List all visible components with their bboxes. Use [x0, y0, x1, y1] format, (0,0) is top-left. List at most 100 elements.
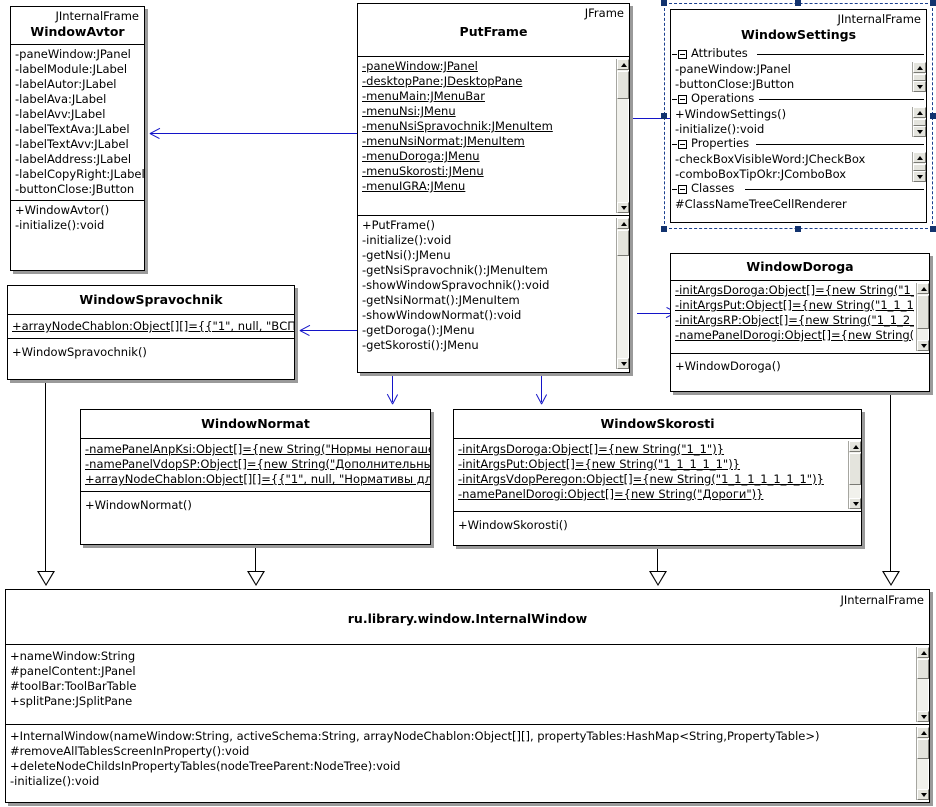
class-header-window-skorosti: WindowSkorosti	[454, 410, 861, 438]
attribute-row: -namePanelDorogi:Object[]={new String("Д…	[675, 328, 914, 342]
attributes-compartment: -paneWindow:JPanel -desktopPane:JDesktop…	[358, 57, 629, 215]
operations-compartment: +InternalWindow(nameWindow:String, activ…	[6, 725, 929, 802]
class-header-put-frame: JFrame PutFrame	[358, 4, 629, 56]
generalization-arrow-normat	[247, 571, 265, 586]
class-row: #ClassNameTreeCellRenderer	[675, 197, 847, 211]
resize-handle-s[interactable]	[795, 226, 801, 232]
operations-compartment: +PutFrame() -initialize():void -getNsi()…	[358, 216, 629, 371]
scrollbar-thumb[interactable]	[917, 739, 929, 759]
dependency-putframe-windowavtor	[150, 133, 357, 135]
class-name: WindowAvtor	[30, 24, 125, 39]
attributes-scrollbar[interactable]	[912, 62, 926, 92]
scroll-up-icon[interactable]	[917, 283, 929, 294]
operations-compartment: +WindowSpravochnik()	[8, 339, 294, 363]
scroll-down-icon[interactable]	[913, 81, 926, 92]
scrollbar-thumb[interactable]	[917, 659, 929, 679]
divider	[671, 280, 929, 281]
scrollbar-thumb[interactable]	[913, 74, 926, 81]
stereotype-label: JInternalFrame	[840, 593, 924, 607]
class-header-window-avtor: JInternalFrame WindowAvtor	[11, 7, 144, 44]
scroll-up-icon[interactable]	[913, 107, 926, 118]
attributes-scrollbar[interactable]	[848, 441, 861, 509]
attributes-compartment: -initArgsDoroga:Object[]={new String("1_…	[454, 439, 861, 511]
scroll-down-icon[interactable]	[913, 126, 926, 137]
group-line-left	[672, 189, 677, 190]
attribute-row: -labelModule:JLabel	[15, 62, 128, 76]
attribute-row: -namePanelVdopSP:Object[]={new String("Д…	[85, 457, 430, 471]
resize-handle-se[interactable]	[930, 226, 936, 232]
class-box-window-normat[interactable]: WindowNormat -namePanelAnpKsi:Object[]={…	[80, 409, 431, 545]
group-line-left	[672, 144, 677, 145]
attribute-row: -labelAva:JLabel	[15, 92, 107, 106]
group-line-right	[759, 99, 924, 100]
attributes-scrollbar[interactable]	[916, 283, 929, 351]
scrollbar-thumb[interactable]	[913, 164, 926, 171]
collapse-toggle-icon[interactable]	[678, 185, 687, 194]
attribute-row: -labelTextAvv:JLabel	[15, 137, 129, 151]
scroll-up-icon[interactable]	[917, 647, 929, 658]
operation-row: -initialize():void	[675, 122, 765, 136]
class-box-window-skorosti[interactable]: WindowSkorosti -initArgsDoroga:Object[]=…	[453, 409, 862, 546]
operation-row: -getNsiSpravochnik():JMenuItem	[362, 263, 548, 277]
resize-handle-ne[interactable]	[930, 0, 936, 6]
classes-compartment: #ClassNameTreeCellRenderer	[671, 197, 926, 212]
group-header-classes[interactable]: Classes	[671, 181, 926, 197]
attribute-row: -menuMain:JMenuBar	[362, 89, 485, 103]
resize-handle-sw[interactable]	[661, 226, 667, 232]
scrollbar-thumb[interactable]	[913, 119, 926, 126]
attribute-row: -buttonClose:JButton	[15, 182, 135, 196]
resize-handle-n[interactable]	[795, 0, 801, 6]
class-name: WindowNormat	[201, 416, 310, 431]
divider	[358, 215, 629, 216]
group-header-attributes[interactable]: Attributes	[671, 46, 926, 62]
resize-handle-w[interactable]	[661, 113, 667, 119]
attributes-scrollbar[interactable]	[916, 647, 929, 722]
operations-scrollbar[interactable]	[616, 218, 629, 369]
class-box-window-settings[interactable]: JInternalFrame WindowSettings Attributes…	[670, 9, 927, 223]
class-box-window-doroga[interactable]: WindowDoroga -initArgsDoroga:Object[]={n…	[670, 253, 930, 392]
operations-scrollbar[interactable]	[912, 107, 926, 137]
scroll-up-icon[interactable]	[617, 59, 629, 70]
operation-row: -getNsiNormat():JMenuItem	[362, 293, 520, 307]
scroll-down-icon[interactable]	[917, 340, 929, 351]
attribute-row: #toolBar:ToolBarTable	[10, 679, 137, 693]
group-header-operations[interactable]: Operations	[671, 91, 926, 107]
scrollbar-thumb[interactable]	[917, 295, 929, 329]
scroll-down-icon[interactable]	[913, 171, 926, 182]
group-header-properties[interactable]: Properties	[671, 136, 926, 152]
class-box-window-spravochnik[interactable]: WindowSpravochnik +arrayNodeChablon:Obje…	[7, 285, 295, 380]
resize-handle-nw[interactable]	[661, 0, 667, 6]
class-box-internal-window[interactable]: JInternalFrame ru.library.window.Interna…	[5, 589, 930, 803]
scroll-up-icon[interactable]	[913, 152, 926, 163]
class-box-window-avtor[interactable]: JInternalFrame WindowAvtor -paneWindow:J…	[10, 6, 145, 271]
scroll-down-icon[interactable]	[849, 498, 861, 509]
scrollbar-thumb[interactable]	[617, 71, 629, 99]
scroll-down-icon[interactable]	[617, 358, 629, 369]
divider	[8, 338, 294, 339]
scroll-down-icon[interactable]	[917, 711, 929, 722]
scrollbar-thumb[interactable]	[617, 230, 629, 256]
collapse-toggle-icon[interactable]	[678, 95, 687, 104]
collapse-toggle-icon[interactable]	[678, 50, 687, 59]
scroll-down-icon[interactable]	[917, 789, 929, 800]
scroll-up-icon[interactable]	[917, 727, 929, 738]
scroll-up-icon[interactable]	[849, 441, 861, 452]
operations-compartment: +WindowDoroga()	[671, 354, 929, 377]
scrollbar-thumb[interactable]	[849, 453, 861, 485]
collapse-toggle-icon[interactable]	[678, 140, 687, 149]
operations-scrollbar[interactable]	[916, 727, 929, 800]
class-header-window-settings: JInternalFrame WindowSettings	[671, 10, 926, 47]
class-box-put-frame[interactable]: JFrame PutFrame -paneWindow:JPanel -desk…	[357, 3, 630, 373]
class-name: WindowSpravochnik	[79, 292, 223, 307]
properties-scrollbar[interactable]	[912, 152, 926, 182]
scroll-up-icon[interactable]	[617, 218, 629, 229]
scroll-down-icon[interactable]	[617, 202, 629, 213]
scroll-up-icon[interactable]	[913, 62, 926, 73]
attributes-scrollbar[interactable]	[616, 59, 629, 213]
attribute-row: -namePanelAnpKsi:Object[]={new String("Н…	[85, 442, 430, 456]
resize-handle-e[interactable]	[930, 113, 936, 119]
attribute-row: -namePanelDorogi:Object[]={new String("Д…	[458, 487, 764, 501]
group-line-right	[756, 144, 924, 145]
divider	[6, 724, 929, 725]
attribute-row: -labelTextAva:JLabel	[15, 122, 130, 136]
